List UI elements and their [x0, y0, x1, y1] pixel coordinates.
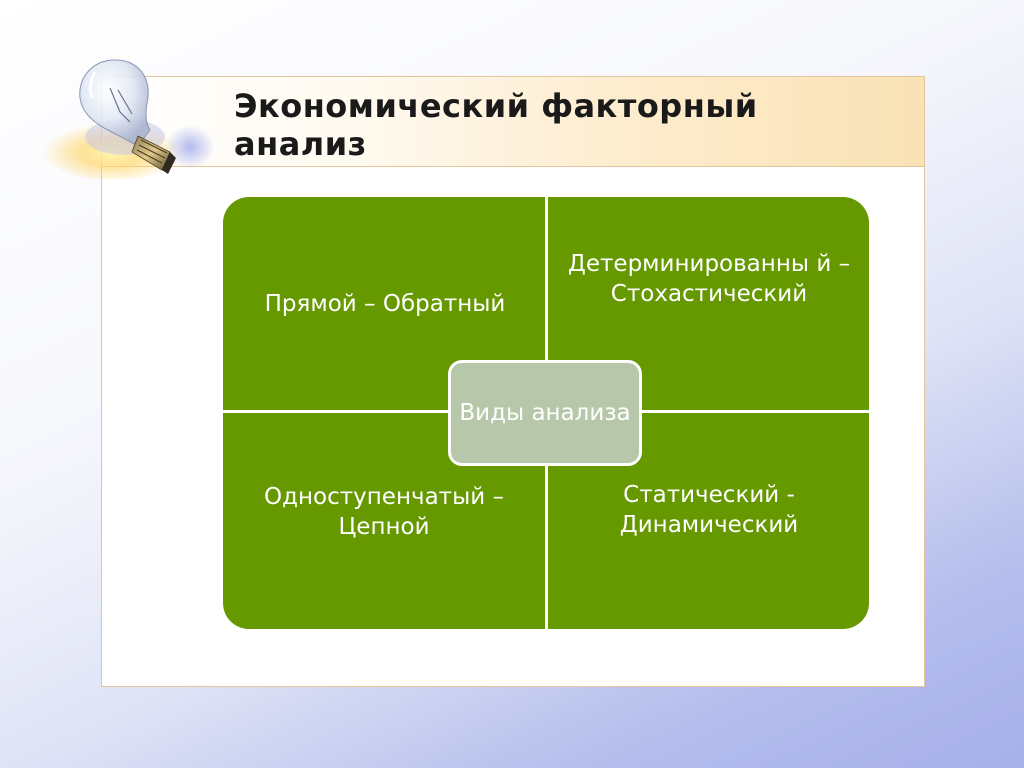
slide-title: Экономический факторный анализ [234, 87, 758, 163]
title-band [102, 77, 924, 167]
center-label: Виды анализа [459, 399, 631, 426]
quadrant-bottom-right: Статический - Динамический [548, 413, 869, 626]
quadrant-label: Детерминированны й – Стохастический [567, 250, 851, 307]
quadrant-label: Статический - Динамический [619, 481, 799, 538]
center-node: Виды анализа [448, 360, 642, 466]
quadrant-top-right: Детерминированны й – Стохастический [548, 197, 869, 410]
quadrant-bottom-left: Одноступенчатый – Цепной [223, 413, 545, 626]
light-bulb-icon [42, 59, 215, 180]
analysis-types-diagram: Прямой – Обратный Детерминированны й – С… [223, 197, 869, 629]
quadrant-top-left: Прямой – Обратный [223, 197, 545, 410]
quadrant-label: Прямой – Обратный [264, 290, 506, 317]
quadrant-label: Одноступенчатый – Цепной [264, 483, 504, 540]
